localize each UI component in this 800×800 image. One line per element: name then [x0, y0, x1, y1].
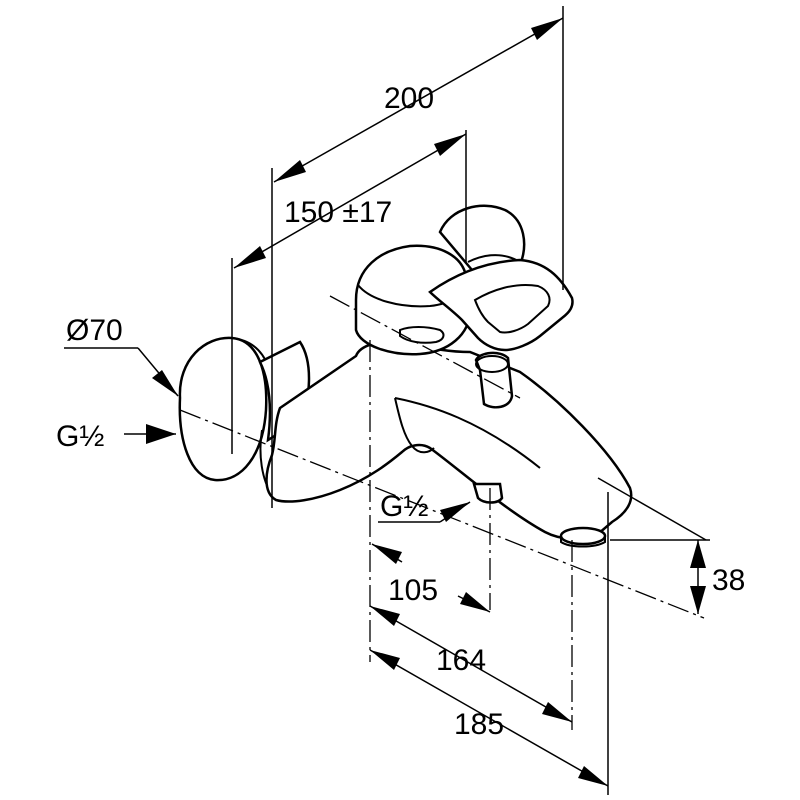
outlet-thread-label: G½: [380, 490, 428, 523]
spout-outlet: [559, 526, 607, 546]
bottom-outlet: [472, 482, 504, 504]
dimension-164-label: 164: [436, 644, 486, 677]
wall-rosette: [178, 336, 268, 482]
inlet-thread-label: G½: [56, 420, 104, 453]
dimension-38-label: 38: [712, 564, 745, 597]
diverter-knob: [474, 351, 514, 409]
dimension-200-label: 200: [384, 82, 434, 115]
dimension-150-label: 150 ±17: [284, 196, 392, 229]
outlet-thread-callout: G½: [378, 490, 471, 523]
dimension-105: 105: [371, 543, 491, 613]
faucet-outline: [178, 204, 633, 548]
dimension-164: 164: [369, 605, 573, 723]
rear-knob: [438, 204, 526, 272]
dimension-150: 150 ±17: [233, 133, 467, 269]
rosette-diameter-callout: Ø70: [64, 314, 179, 397]
lever-handle: [428, 258, 574, 352]
dimension-185: 185: [369, 649, 609, 787]
extension-lines: [231, 6, 710, 795]
dimension-185-label: 185: [454, 708, 504, 741]
faucet-body: [265, 340, 633, 541]
dimension-105-label: 105: [388, 574, 438, 607]
inlet-thread-callout: G½: [56, 420, 176, 453]
rosette-diameter-label: Ø70: [66, 314, 123, 347]
dimension-38: 38: [690, 540, 745, 614]
dimension-200: 200: [273, 17, 564, 183]
